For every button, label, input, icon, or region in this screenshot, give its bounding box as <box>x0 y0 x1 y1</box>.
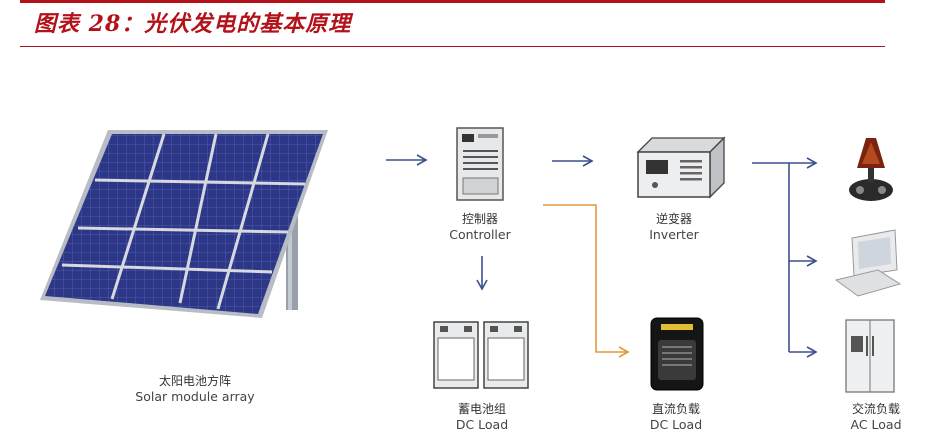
label-controller-cn: 控制器 <box>461 212 498 226</box>
label-solar: 太阳电池方阵 Solar module array <box>110 374 280 404</box>
label-inverter-cn: 逆变器 <box>655 212 692 226</box>
label-dc-load: 直流负载 DC Load <box>630 402 722 432</box>
inverter-icon <box>636 136 726 199</box>
battery-icon <box>433 321 529 389</box>
arrows-inverter-to-ac-loads <box>752 157 818 358</box>
label-controller: 控制器 Controller <box>430 212 530 242</box>
label-battery-cn: 蓄电池组 <box>457 402 506 416</box>
label-inverter-en: Inverter <box>649 227 699 242</box>
label-inverter: 逆变器 Inverter <box>628 212 720 242</box>
lamp-icon <box>849 138 893 201</box>
controller-icon <box>456 127 504 201</box>
label-controller-en: Controller <box>449 227 511 242</box>
label-battery: 蓄电池组 DC Load <box>436 402 528 432</box>
label-ac-load: 交流负载 AC Load <box>830 402 922 432</box>
refrigerator-icon <box>845 319 895 393</box>
computer-icon <box>834 229 902 297</box>
header-top-rule <box>20 0 885 3</box>
dc-load-icon <box>650 317 704 391</box>
label-ac-load-en: AC Load <box>850 417 902 432</box>
solar-panel-icon <box>40 130 328 318</box>
label-ac-load-cn: 交流负载 <box>851 402 900 416</box>
label-solar-cn: 太阳电池方阵 <box>158 374 231 388</box>
figure-title: 图表 28：光伏发电的基本原理 <box>34 11 352 37</box>
label-battery-en: DC Load <box>455 417 509 432</box>
label-solar-en: Solar module array <box>135 389 255 404</box>
label-dc-load-en: DC Load <box>649 417 703 432</box>
header-bottom-rule <box>20 46 885 47</box>
arrow-controller-to-dc-load <box>543 204 630 358</box>
label-dc-load-cn: 直流负载 <box>651 402 700 416</box>
